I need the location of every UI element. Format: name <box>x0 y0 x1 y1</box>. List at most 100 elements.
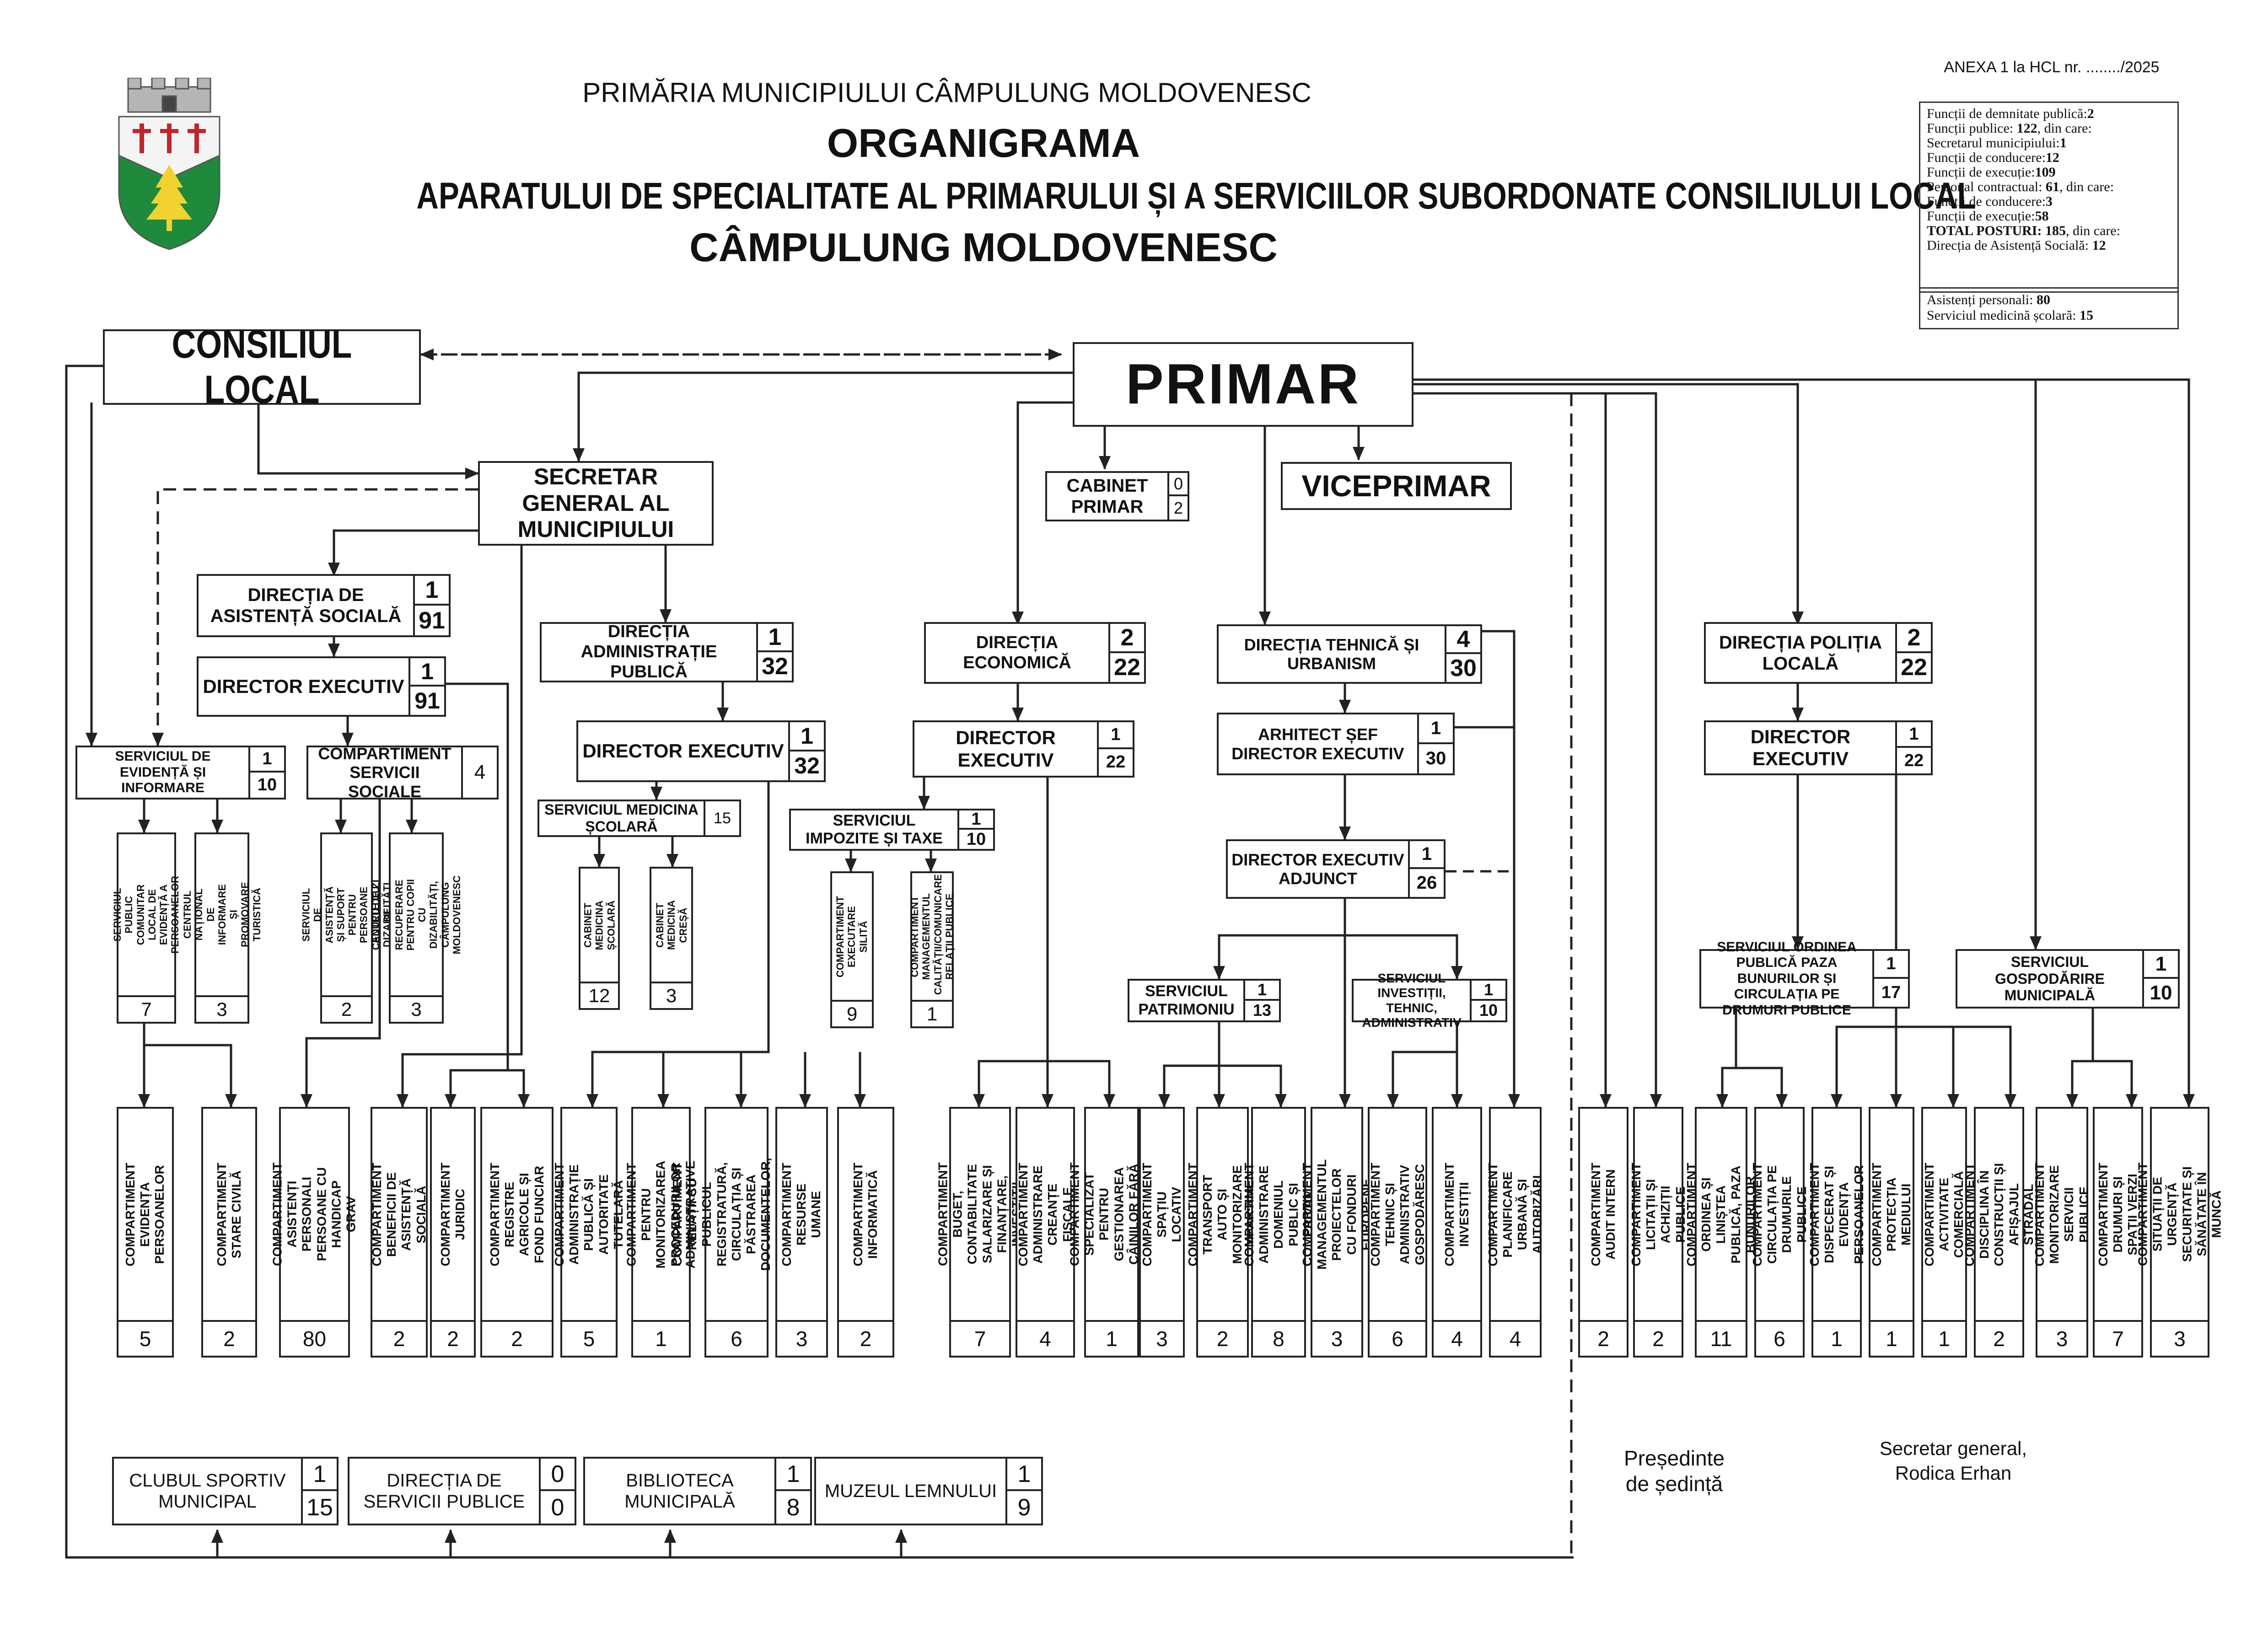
execution-count: 30 <box>1445 654 1480 682</box>
leadership-count: 1 <box>1470 980 1505 1001</box>
compartment-box: COMPARTIMENT ADMINISTRAȚIE PUBLICĂ ȘI AU… <box>552 1107 625 1322</box>
stat-value: 80 <box>2036 292 2050 307</box>
compartment-count: 2 <box>837 1320 894 1358</box>
spat-label: SERVICIUL PATRIMONIU <box>1138 982 1235 1018</box>
cabinet-primar-label: CABINET PRIMAR <box>1066 476 1148 517</box>
stat-label: Asistenți personali: <box>1927 292 2037 307</box>
stat-value: 61 <box>2045 179 2059 194</box>
stat-label: Funcții de conducere: <box>1927 150 2046 165</box>
compartment-count: 2 <box>430 1320 476 1358</box>
compartment-count: 80 <box>279 1320 350 1358</box>
compartment-box: COMPARTIMENT BUGET, CONTABILITATE SALARI… <box>936 1107 1024 1322</box>
sgm-label: SERVICIUL GOSPODĂRIRE MUNICIPALĂ <box>1994 953 2105 1004</box>
city-coat-of-arms-icon <box>118 78 220 250</box>
compartment-box: COMPARTIMENT DISPECERAT ȘI EVIDENȚA PERS… <box>1807 1107 1865 1322</box>
stat-label: Direcția de Asistență Socială: <box>1927 238 2092 253</box>
leadership-count: 1 <box>788 722 824 751</box>
compartment-count: 3 <box>1139 1320 1185 1358</box>
compartment-box: COMPARTIMENT ASISTENȚI PERSONALI PERSOAN… <box>270 1107 358 1322</box>
secretar-general-box: SECRETAR GENERAL AL MUNICIPIULUI <box>478 461 714 546</box>
compartment-count: 6 <box>1754 1320 1805 1358</box>
sub-unit-box: CENTRUL NAȚIONAL DE INFORMARE ȘI PROMOVA… <box>181 832 262 997</box>
chair-subtitle: de ședință <box>1625 1472 1723 1496</box>
compartment-box: COMPARTIMENT INVESTIȚII <box>1432 1107 1482 1322</box>
execution-count: 10 <box>1470 1000 1505 1020</box>
stat-row: Funcții de execuție:109 <box>1927 165 2171 180</box>
compartment-box: COMPARTIMENT BENEFICII DE ASISTENȚĂ SOCI… <box>370 1107 428 1322</box>
secretary-title: Secretar general, <box>1879 1438 2027 1459</box>
page-title: ORGANIGRAMA <box>827 120 1140 166</box>
compartment-box: COMPARTIMENT AUDIT INTERN <box>1578 1107 1628 1322</box>
stat-suffix: , din care: <box>2059 179 2114 194</box>
compartment-box: COMPARTIMENT EVIDENȚA PERSOANELOR <box>117 1107 174 1322</box>
stat-label: Funcții de execuție: <box>1927 165 2035 180</box>
stat-value: 58 <box>2035 209 2049 224</box>
compartment-label: COMPARTIMENT MANAGEMENTUL PROIECTELOR CU… <box>1300 1159 1373 1270</box>
sub-unit-label: CABINET MEDICINA CREȘĂ <box>654 900 689 950</box>
execution-count: 0 <box>539 1491 575 1524</box>
annex-institution: PRIMĂRIA MUNICIPIULUI CÂMPULUNG MOLDOVEN… <box>582 77 1311 108</box>
compartment-count: 6 <box>704 1320 769 1358</box>
sub-unit-count: 7 <box>117 995 176 1024</box>
sub-unit-box: COMPARTIMENT MANAGEMENTUL CALITĂȚII/COMU… <box>909 871 955 1002</box>
compartment-label: COMPARTIMENT AUDIT INTERN <box>1588 1162 1618 1267</box>
staff-count: 4 <box>461 747 497 798</box>
sub-unit-box: CABINET MEDICINA ȘCOLARĂ <box>579 867 620 983</box>
execution-count: 10 <box>248 773 284 798</box>
sub-unit-count: 12 <box>579 982 620 1010</box>
compartment-box: COMPARTIMENT SITUAȚII DE URGENȚĂ SECURIT… <box>2135 1107 2223 1322</box>
de-dir-label: DIRECTOR EXECUTIV <box>956 727 1056 771</box>
compartment-count: 5 <box>560 1320 618 1358</box>
compartment-box: COMPARTIMENT INFORMATICĂ <box>837 1107 894 1322</box>
compartment-count: 2 <box>1578 1320 1628 1358</box>
compartment-count: 1 <box>1811 1320 1862 1358</box>
leadership-count: 2 <box>1108 624 1144 653</box>
dap-label: DIRECȚIA ADMINISTRAȚIE PUBLICĂ <box>580 622 717 682</box>
leadership-count: 1 <box>957 810 993 830</box>
execution-count: 15 <box>301 1491 337 1524</box>
stat-label: Funcții de demnitate publică: <box>1927 106 2087 121</box>
compartment-box: COMPARTIMENT PENTRU MONITORIZAREA PROCED… <box>624 1107 697 1322</box>
sub-unit-label: CABINET MEDICINA ȘCOLARĂ <box>582 900 617 950</box>
compartment-box: COMPARTIMENT TRANSPORT AUTO ȘI MONITORIZ… <box>1186 1107 1259 1322</box>
compartment-label: COMPARTIMENT LICITAȚII ȘI ACHIZIȚII PUBL… <box>1628 1162 1688 1267</box>
compartment-label: COMPARTIMENT DRUMURI ȘI SPAȚII VERZI <box>2096 1162 2140 1267</box>
stat-suffix: , din care: <box>2037 121 2092 136</box>
leadership-count: 1 <box>413 576 449 606</box>
compartment-box: COMPARTIMENT ADMINISTRARE CREANȚE FISCAL… <box>1016 1107 1075 1322</box>
dpl-label: DIRECȚIA POLIȚIA LOCALĂ <box>1719 632 1882 674</box>
das-dir-label: DIRECTOR EXECUTIV <box>203 675 404 697</box>
compartment-box: COMPARTIMENT JURIDIC <box>430 1107 476 1322</box>
leadership-count: 1 <box>774 1459 810 1491</box>
compartment-label: COMPARTIMENT ADMINISTRARE CREANȚE FISCAL… <box>1016 1162 1075 1267</box>
secretary-signature: Secretar general, Rodica Erhan <box>1834 1436 2072 1486</box>
compartment-count: 11 <box>1695 1320 1747 1358</box>
compartment-count: 1 <box>631 1320 691 1358</box>
cabinet-primar-box: CABINET PRIMAR 0 2 <box>1045 471 1189 521</box>
compartment-box: COMPARTIMENT CIRCULAȚIA PE DRUMURILE PUB… <box>1750 1107 1808 1322</box>
compartment-count: 7 <box>949 1320 1011 1358</box>
execution-count: 22 <box>1895 748 1931 773</box>
compartment-box: COMPARTIMENT SPECIALIZAT PENTRU GESTIONA… <box>1067 1107 1155 1322</box>
sub-unit-count: 3 <box>650 982 693 1010</box>
compartment-label: COMPARTIMENT BUGET, CONTABILITATE SALARI… <box>935 1162 1024 1267</box>
page-subtitle: APARATULUI DE SPECIALITATE AL PRIMARULUI… <box>416 175 1976 217</box>
stat-value: 3 <box>2045 194 2053 209</box>
sub-unit-box: SERVICIUL PUBLIC COMUNITAR LOCAL DE EVID… <box>112 832 181 997</box>
compartment-box: COMPARTIMENT RELAȚII CU PUBLICUL REGISTR… <box>670 1107 802 1322</box>
leadership-count: 2 <box>1895 624 1931 653</box>
primar-label: PRIMAR <box>1125 353 1361 416</box>
cabinet-primar-count-b: 2 <box>1167 496 1188 520</box>
leadership-count: 1 <box>1895 722 1931 748</box>
stat-value: 109 <box>2035 165 2056 180</box>
compartment-count: 2 <box>1974 1320 2024 1358</box>
chair-signature: Președinte de ședință <box>1587 1445 1761 1497</box>
compartment-label: COMPARTIMENT MONITORIZARE SERVICII PUBLI… <box>2032 1162 2091 1267</box>
sub-unit-label: CENTRUL NAȚIONAL DE INFORMARE ȘI PROMOVA… <box>181 882 263 948</box>
